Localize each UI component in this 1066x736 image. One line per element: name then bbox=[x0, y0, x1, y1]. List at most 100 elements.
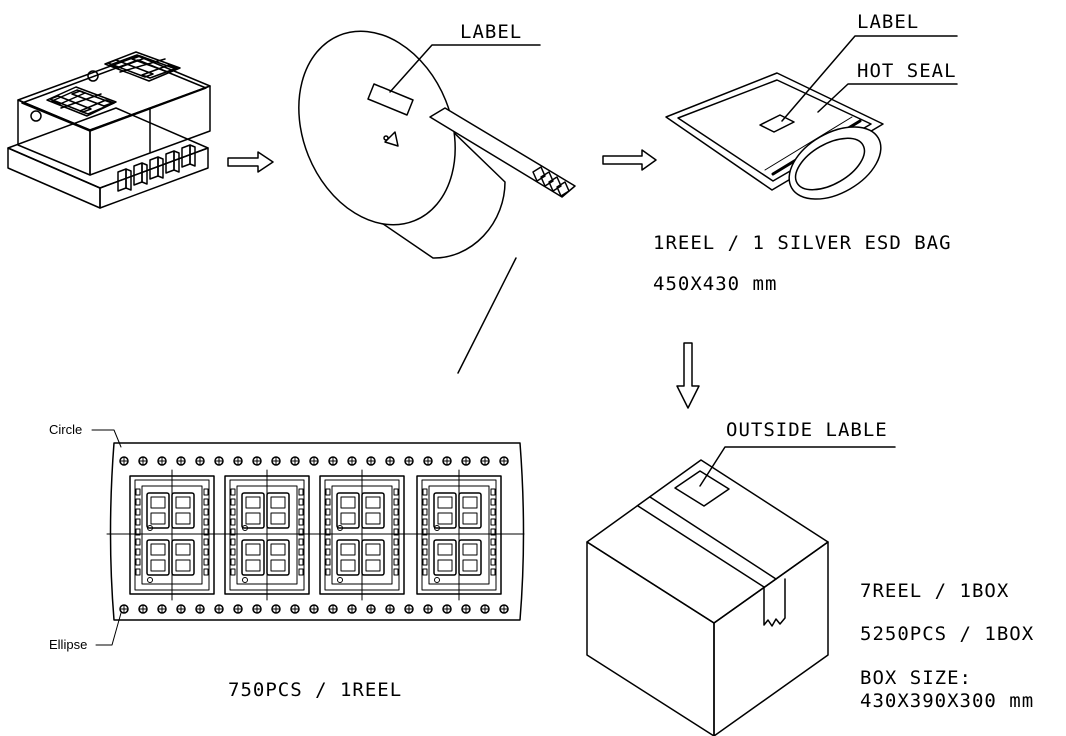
part-base-top bbox=[7, 107, 209, 189]
box-front bbox=[586, 541, 715, 736]
tape-pockets bbox=[129, 469, 502, 601]
tape-digit bbox=[266, 539, 290, 576]
sprocket-hole bbox=[385, 604, 395, 614]
tape-digit bbox=[458, 539, 482, 576]
sprocket-hole bbox=[328, 604, 338, 614]
sprocket-hole bbox=[461, 456, 471, 466]
display-part bbox=[7, 51, 211, 209]
arrow-part-to-reel bbox=[227, 151, 274, 173]
tape-pocket bbox=[224, 469, 310, 601]
box-top bbox=[586, 459, 829, 624]
reel-tape-pocket-4 bbox=[556, 181, 570, 197]
bag-label-leader bbox=[781, 35, 958, 122]
hot-seal-leader bbox=[817, 83, 958, 113]
tape-digit bbox=[458, 492, 482, 529]
bag-seal-line bbox=[764, 116, 853, 171]
sprocket-hole bbox=[366, 604, 376, 614]
sprocket-hole bbox=[347, 456, 357, 466]
tape-digit bbox=[336, 539, 360, 576]
sprocket-hole bbox=[347, 604, 357, 614]
bag-caption-line1: 1REEL / 1 SILVER ESD BAG bbox=[653, 232, 952, 254]
reel-tape-pocket-1 bbox=[532, 166, 546, 182]
sprocket-hole bbox=[176, 604, 186, 614]
sprocket-hole bbox=[385, 456, 395, 466]
sprocket-hole bbox=[214, 604, 224, 614]
part-digit-1 bbox=[46, 86, 117, 117]
sprocket-hole bbox=[328, 456, 338, 466]
sprocket-hole bbox=[271, 604, 281, 614]
sprocket-hole bbox=[119, 456, 129, 466]
carrier-tape bbox=[91, 429, 525, 646]
arrow-bag-to-box bbox=[676, 342, 700, 409]
tape-digit bbox=[361, 492, 385, 529]
bag-label-box bbox=[759, 114, 795, 133]
sprocket-hole bbox=[138, 604, 148, 614]
tape-sprocket-holes-top bbox=[119, 456, 509, 466]
sprocket-hole bbox=[404, 604, 414, 614]
sprocket-hole bbox=[309, 604, 319, 614]
outside-label-leader bbox=[699, 446, 896, 487]
sprocket-hole bbox=[233, 604, 243, 614]
bag-inner-outline bbox=[677, 79, 872, 182]
box-outside-label bbox=[674, 470, 730, 507]
hot-seal-text: HOT SEAL bbox=[857, 60, 957, 82]
sprocket-hole bbox=[157, 456, 167, 466]
circle-leader bbox=[91, 429, 122, 448]
tape-digit bbox=[146, 539, 170, 576]
reel-label-box bbox=[367, 83, 414, 116]
shipping-box bbox=[586, 446, 896, 736]
sprocket-hole bbox=[138, 456, 148, 466]
reel bbox=[298, 30, 576, 259]
sprocket-hole bbox=[176, 456, 186, 466]
sprocket-hole bbox=[480, 456, 490, 466]
reel-label-leader bbox=[389, 44, 541, 93]
sprocket-hole bbox=[290, 604, 300, 614]
tape-digit bbox=[266, 492, 290, 529]
reel-tape-pocket-2 bbox=[540, 171, 554, 187]
tape-digit bbox=[361, 539, 385, 576]
tape-pocket bbox=[416, 469, 502, 601]
reel-hub-hole bbox=[383, 135, 389, 141]
box-size-value: 430X390X300 mm bbox=[860, 690, 1035, 712]
tape-digit bbox=[336, 492, 360, 529]
reel-tape-pocket-3 bbox=[548, 176, 562, 192]
reel-edge bbox=[347, 39, 506, 259]
sprocket-hole bbox=[309, 456, 319, 466]
ellipse-leader bbox=[95, 612, 122, 646]
part-digit-2 bbox=[104, 51, 181, 82]
tape-sprocket-holes-bottom bbox=[119, 604, 509, 614]
sprocket-hole bbox=[423, 604, 433, 614]
tape-digit bbox=[146, 492, 170, 529]
sprocket-hole bbox=[442, 456, 452, 466]
part-pins bbox=[117, 144, 196, 192]
sprocket-hole bbox=[499, 604, 509, 614]
tape-digit bbox=[433, 492, 457, 529]
sprocket-hole bbox=[252, 604, 262, 614]
bag-label-text: LABEL bbox=[857, 11, 920, 33]
tape-digit bbox=[241, 539, 265, 576]
sprocket-hole bbox=[157, 604, 167, 614]
sprocket-hole bbox=[195, 604, 205, 614]
sprocket-hole bbox=[404, 456, 414, 466]
arrow-reel-to-bag bbox=[602, 149, 657, 171]
box-tape-line-2 bbox=[637, 505, 765, 588]
part-dp-1 bbox=[30, 110, 42, 122]
sprocket-hole bbox=[366, 456, 376, 466]
sprocket-hole bbox=[461, 604, 471, 614]
reel-face bbox=[298, 30, 456, 226]
reel-label-text: LABEL bbox=[460, 21, 523, 43]
box-right bbox=[713, 541, 829, 736]
box-pieces-text: 5250PCS / 1BOX bbox=[860, 623, 1035, 645]
sprocket-hole bbox=[233, 456, 243, 466]
sprocket-hole bbox=[423, 456, 433, 466]
part-dp-2 bbox=[87, 70, 99, 82]
part-body-top bbox=[17, 55, 211, 131]
bag-outline bbox=[665, 72, 884, 191]
box-tape-flap bbox=[763, 578, 786, 627]
box-reels-text: 7REEL / 1BOX bbox=[860, 580, 1010, 602]
tape-digit bbox=[171, 539, 195, 576]
sprocket-hole bbox=[271, 456, 281, 466]
part-body-top-rim bbox=[21, 59, 207, 132]
tape-ellipse-label: Ellipse bbox=[49, 637, 88, 652]
tape-digit bbox=[433, 539, 457, 576]
